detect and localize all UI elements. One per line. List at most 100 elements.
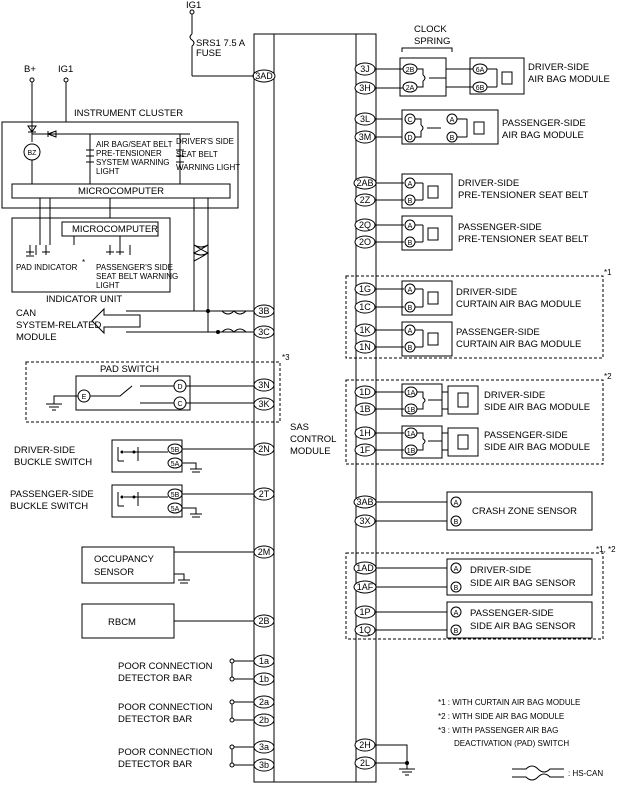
curtain-note-mark: *1 xyxy=(604,268,612,277)
pin-1F: 1F xyxy=(360,445,371,455)
pin-1D: 1D xyxy=(359,387,371,397)
fuse-branch: IG1 SRS1 7.5 A FUSE xyxy=(186,0,254,77)
poor-connection-bar-3: POOR CONNECTION DETECTOR BAR xyxy=(118,744,254,770)
side-air-bag-sensor-group: *1, *2 A B DRIVER-SIDE SIDE AIR BAG SENS… xyxy=(345,545,616,640)
fuse-label: SRS1 7.5 A xyxy=(196,38,246,49)
pin-3B: 3B xyxy=(258,306,269,316)
pass-sensor-label-1: PASSENGER-SIDE xyxy=(470,608,554,619)
instrument-cluster-title: INSTRUMENT CLUSTER xyxy=(74,108,183,119)
warning-light-label-4: LIGHT xyxy=(96,167,120,176)
pin-1H: 1H xyxy=(359,428,371,438)
drv-side-pin-1b: 1B xyxy=(407,407,416,414)
poor2-label-1: POOR CONNECTION xyxy=(118,702,213,713)
drv-side-label-1: DRIVER-SIDE xyxy=(484,390,545,401)
pass-airbag-pin-a: A xyxy=(450,117,455,124)
pin-3X: 3X xyxy=(359,516,370,526)
passenger-buckle-switch: PASSENGER-SIDE BUCKLE SWITCH 5B 5A xyxy=(10,484,254,518)
pass-pt-label-1: PASSENGER-SIDE xyxy=(458,222,542,233)
fuse-label-2: FUSE xyxy=(196,48,221,59)
drv-pt-pin-b: B xyxy=(408,198,413,205)
occupancy-label-2: SENSOR xyxy=(94,567,134,578)
curtain-air-bag-group: *1 A B DRIVER-SIDE CURTAIN AIR BAG MODUL… xyxy=(345,268,612,359)
can-label-3: MODULE xyxy=(16,332,57,343)
ground-2h-2l xyxy=(375,744,415,776)
pad-indicator-mark: * xyxy=(82,258,85,267)
legend-hs-can: : HS-CAN xyxy=(568,769,603,778)
pass-side-pin-1b: 1B xyxy=(407,448,416,455)
drv-sensor-label-2: SIDE AIR BAG SENSOR xyxy=(470,578,576,589)
can-label-2: SYSTEM-RELATED xyxy=(16,320,101,331)
right-pins: 3J 3H 3L 3M 2AB 2Z 2Q 2O 1G 1C 1K 1N 1D … xyxy=(353,62,377,770)
pass-side-pin-1a: 1A xyxy=(407,431,416,438)
instrument-cluster: B+ IG1 INSTRUMENT CLUSTER BZ AIR BAG/SEA… xyxy=(1,64,240,332)
pad-switch-title: PAD SWITCH xyxy=(100,364,159,375)
pin-2B: 2B xyxy=(258,616,269,626)
pin-2AB: 2AB xyxy=(356,178,373,188)
hs-can-lines xyxy=(126,244,254,334)
sas-label-2: CONTROL xyxy=(290,434,336,445)
pass-light-label-1: PASSENGER'S SIDE xyxy=(96,263,173,272)
pass-curtain-label-2: CURTAIN AIR BAG MODULE xyxy=(456,339,581,350)
side-air-bag-group: *2 1A 1B DRIVER-SIDE SIDE AIR BAG MODULE… xyxy=(345,372,612,465)
legend-note-1: *1 : WITH CURTAIN AIR BAG MODULE xyxy=(438,698,580,707)
pass-sensor-label-2: SIDE AIR BAG SENSOR xyxy=(470,621,576,632)
legend: *1 : WITH CURTAIN AIR BAG MODULE *2 : WI… xyxy=(438,698,603,781)
pin-3a: 3a xyxy=(259,742,269,752)
indicator-unit: MICROCOMPUTER PAD INDICATOR * PASSENGER'… xyxy=(11,217,178,305)
poor3-label-1: POOR CONNECTION xyxy=(118,747,213,758)
driver-airbag-label-2: AIR BAG MODULE xyxy=(528,74,610,85)
sas-label-1: SAS xyxy=(290,422,309,433)
pass-curtain-label-1: PASSENGER-SIDE xyxy=(456,327,540,338)
pass-sensor-pin-b: B xyxy=(454,628,459,635)
warning-light-label-2: PRE-TENSIONER xyxy=(96,149,162,158)
drv-side-label-2: SIDE AIR BAG MODULE xyxy=(484,402,590,413)
pad-indicator-label: PAD INDICATOR xyxy=(16,263,78,272)
drv-pt-label-2: PRE-TENSIONER SEAT BELT xyxy=(458,190,589,201)
driver-airbag-label-1: DRIVER-SIDE xyxy=(528,62,589,73)
bz-label: BZ xyxy=(28,150,38,157)
drv-pt-label-1: DRIVER-SIDE xyxy=(458,178,519,189)
poor3-label-2: DETECTOR BAR xyxy=(118,759,192,770)
pin-1a: 1a xyxy=(259,656,269,666)
driver-buckle-label-1: DRIVER-SIDE xyxy=(14,445,75,456)
passenger-air-bag-module: C D A B PASSENGER-SIDE AIR BAG MODULE xyxy=(375,109,586,145)
driver-buckle-pin-5a: 5A xyxy=(171,461,180,468)
pad-pin-e: E xyxy=(82,394,87,401)
bplus-label: B+ xyxy=(24,64,36,75)
pass-side-label-2: SIDE AIR BAG MODULE xyxy=(484,442,590,453)
pass-airbag-label-2: AIR BAG MODULE xyxy=(502,130,584,141)
poor2-label-2: DETECTOR BAR xyxy=(118,714,192,725)
pass-curtain-pin-b: B xyxy=(408,345,413,352)
occupancy-label-1: OCCUPANCY xyxy=(94,554,155,565)
driver-light-label-3: WARNING LIGHT xyxy=(176,163,240,172)
drv-curtain-label-2: CURTAIN AIR BAG MODULE xyxy=(456,299,581,310)
pin-2H: 2H xyxy=(359,740,371,750)
pin-3AD: 3AD xyxy=(255,71,273,81)
legend-note-3b: DEACTIVATION (PAD) SWITCH xyxy=(454,739,569,748)
cluster-microcomputer: MICROCOMPUTER xyxy=(78,186,164,197)
warning-light-label-1: AIR BAG/SEAT BELT xyxy=(96,140,173,149)
poor1-label-1: POOR CONNECTION xyxy=(118,661,213,672)
sas-label-3: MODULE xyxy=(290,446,331,457)
pad-note-mark: *3 xyxy=(282,353,290,362)
pin-2a: 2a xyxy=(259,697,269,707)
pin-1Q: 1Q xyxy=(359,625,371,635)
pin-2Z: 2Z xyxy=(360,195,371,205)
pin-1AF: 1AF xyxy=(357,582,374,592)
crash-pin-b: B xyxy=(454,519,459,526)
left-pins: 3AD 3B 3C 3N 3K 2N 2T 2M 2B 1a 1b 2a 2b … xyxy=(252,69,276,772)
drv-sensor-pin-a: A xyxy=(454,566,459,573)
pin-3M: 3M xyxy=(359,132,372,142)
pass-light-label-2: SEAT BELT WARNING xyxy=(96,272,178,281)
pin-2T: 2T xyxy=(259,489,270,499)
pin-1C: 1C xyxy=(359,302,371,312)
occupancy-sensor: OCCUPANCY SENSOR xyxy=(81,546,254,584)
clock-spring-label-2: SPRING xyxy=(414,36,450,47)
indicator-microcomputer: MICROCOMPUTER xyxy=(72,224,158,235)
pass-buckle-pin-5a: 5A xyxy=(171,506,180,513)
pass-sensor-pin-a: A xyxy=(454,610,459,617)
clock-pin-2a: 2A xyxy=(406,85,415,92)
pin-1AD: 1AD xyxy=(356,563,374,573)
pin-2Q: 2Q xyxy=(359,220,371,230)
